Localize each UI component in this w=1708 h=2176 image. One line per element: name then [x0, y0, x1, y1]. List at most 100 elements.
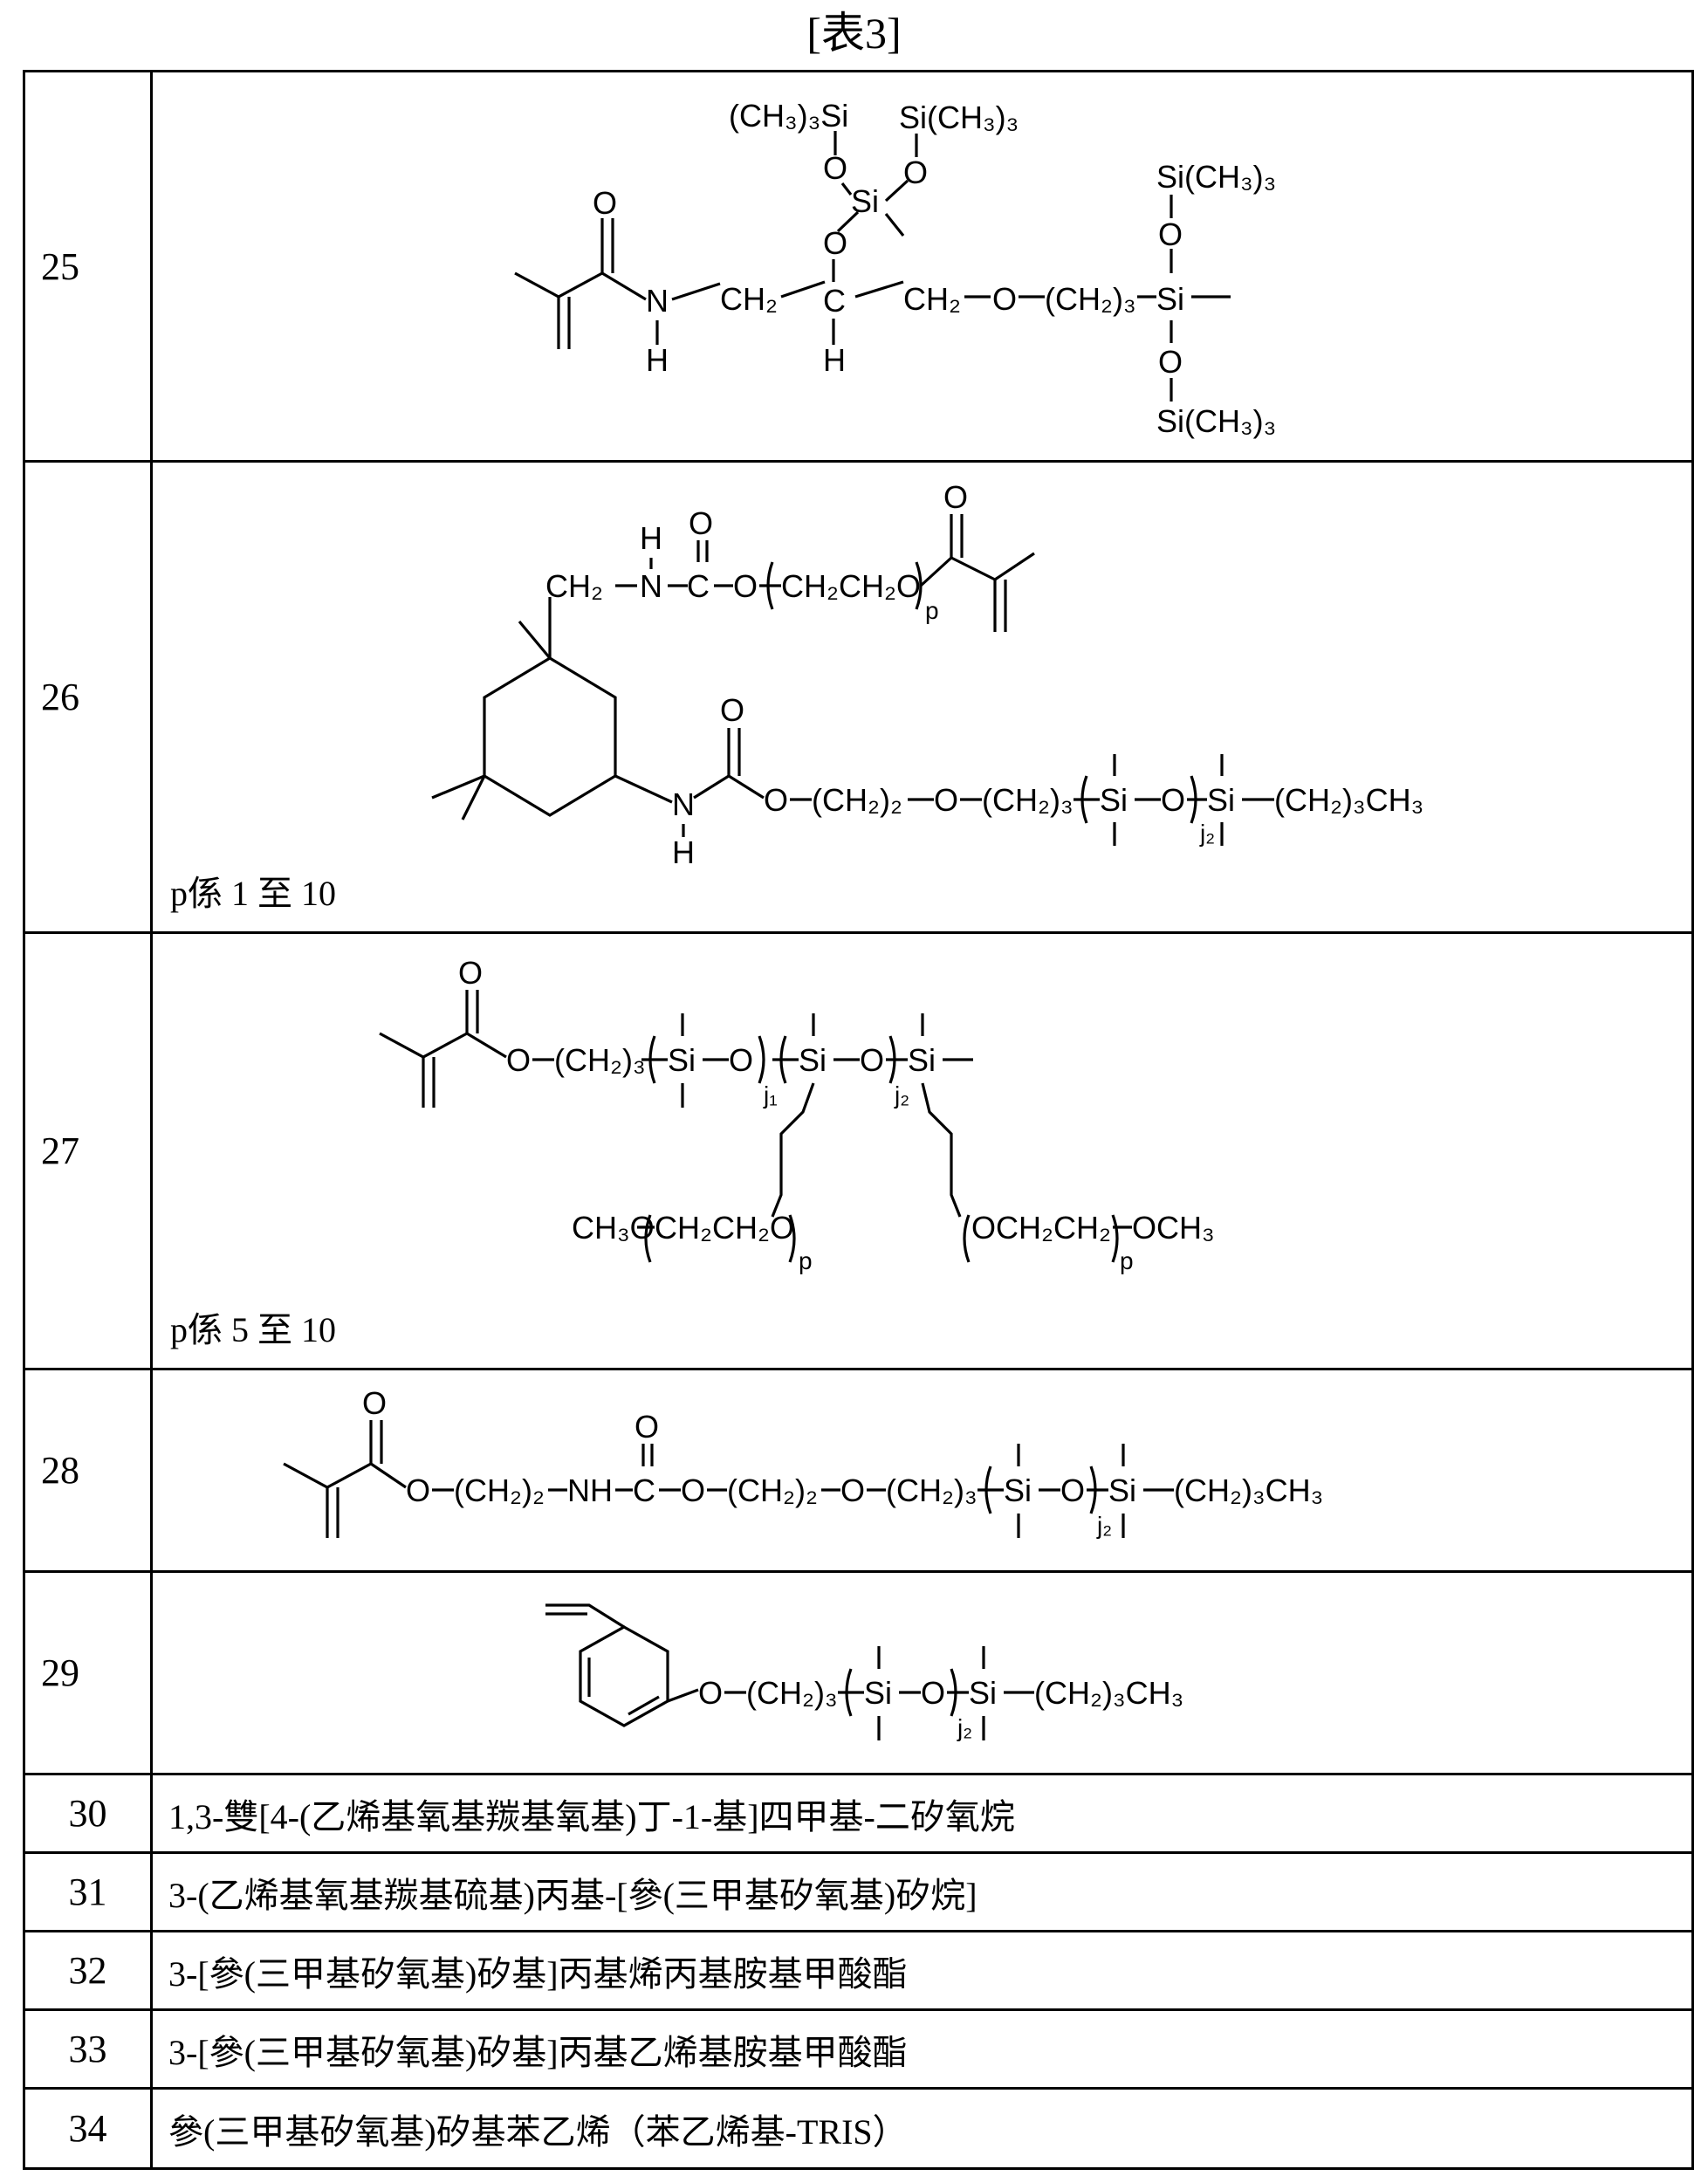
svg-text:O: O	[634, 1409, 659, 1445]
svg-text:Si: Si	[1156, 281, 1184, 317]
row-number: 30	[24, 1774, 152, 1853]
svg-text:j₂: j₂	[1096, 1512, 1112, 1539]
svg-text:(CH₂)₃: (CH₂)₃	[554, 1042, 646, 1078]
svg-text:Si: Si	[1207, 782, 1235, 818]
svg-text:O: O	[458, 955, 483, 991]
svg-text:(CH₂)₃CH₃: (CH₂)₃CH₃	[1174, 1472, 1323, 1508]
table-row: 26 CH₂ N H C O O	[24, 462, 1693, 933]
structure-29: O (CH₂)₃ Si O j₂ Si (CH₂)₃CH₃	[153, 1575, 1706, 1771]
svg-text:(CH₂)₂: (CH₂)₂	[812, 782, 902, 818]
table-row: 34 參(三甲基矽氧基)矽基苯乙烯（苯乙烯基-TRIS）	[24, 2089, 1693, 2169]
svg-text:p: p	[799, 1247, 813, 1274]
svg-text:Si: Si	[1108, 1472, 1136, 1508]
svg-text:CH₂CH₂O: CH₂CH₂O	[655, 1210, 794, 1246]
svg-text:H: H	[646, 342, 669, 378]
structure-28: O O (CH₂)₂ NH C O O (CH₂)₂ O (CH₂)₃	[153, 1372, 1706, 1569]
svg-text:O: O	[506, 1042, 531, 1078]
svg-text:O: O	[992, 281, 1017, 317]
svg-text:O: O	[689, 505, 713, 541]
table-row: 28 O O (CH₂)₂ NH C O O (C	[24, 1369, 1693, 1572]
row-number: 31	[24, 1853, 152, 1932]
row-number: 28	[24, 1369, 152, 1572]
row-number: 32	[24, 1932, 152, 2010]
svg-text:C: C	[687, 568, 710, 604]
svg-text:O: O	[698, 1675, 723, 1711]
svg-text:(CH₂)₂: (CH₂)₂	[727, 1472, 818, 1508]
row-number: 34	[24, 2089, 152, 2169]
svg-text:O: O	[1158, 344, 1183, 380]
table-row: 25 O N H CH₂ C H O	[24, 72, 1693, 462]
compound-name: 1,3-雙[4-(乙烯基氧基羰基氧基)丁-1-基]四甲基-二矽氧烷	[152, 1774, 1693, 1853]
svg-text:H: H	[640, 520, 662, 556]
svg-text:CH₂: CH₂	[545, 568, 603, 604]
svg-text:(CH₂)₃: (CH₂)₃	[1045, 281, 1136, 317]
svg-text:p: p	[1120, 1247, 1134, 1274]
svg-text:(CH₂)₃: (CH₂)₃	[886, 1472, 977, 1508]
svg-text:Si: Si	[969, 1675, 997, 1711]
table-row: 33 3-[參(三甲基矽氧基)矽基]丙基乙烯基胺基甲酸酯	[24, 2010, 1693, 2089]
svg-text:O: O	[593, 185, 617, 221]
svg-text:CH₂: CH₂	[903, 281, 961, 317]
row-number: 25	[24, 72, 152, 462]
svg-text:OCH₂CH₂: OCH₂CH₂	[971, 1210, 1111, 1246]
svg-text:Si: Si	[908, 1042, 936, 1078]
table-row: 31 3-(乙烯基氧基羰基硫基)丙基-[參(三甲基矽氧基)矽烷]	[24, 1853, 1693, 1932]
svg-text:O: O	[903, 154, 928, 190]
svg-text:Si: Si	[851, 183, 879, 219]
svg-text:(CH₂)₃: (CH₂)₃	[982, 782, 1074, 818]
table-row: 27 O O (CH₂)₃ Si O j₁	[24, 933, 1693, 1369]
table-row: 30 1,3-雙[4-(乙烯基氧基羰基氧基)丁-1-基]四甲基-二矽氧烷	[24, 1774, 1693, 1853]
svg-text:OCH₃: OCH₃	[1132, 1210, 1215, 1246]
svg-text:(CH₂)₃: (CH₂)₃	[746, 1675, 838, 1711]
variable-note: p係 5 至 10	[170, 1301, 336, 1352]
svg-text:Si: Si	[1004, 1472, 1032, 1508]
svg-text:Si(CH₃)₃: Si(CH₃)₃	[899, 100, 1019, 135]
variable-note: p係 1 至 10	[170, 865, 336, 916]
svg-text:Si: Si	[1100, 782, 1128, 818]
svg-text:C: C	[823, 283, 846, 319]
svg-text:C: C	[633, 1472, 655, 1508]
table-row: 32 3-[參(三甲基矽氧基)矽基]丙基烯丙基胺基甲酸酯	[24, 1932, 1693, 2010]
svg-text:O: O	[406, 1472, 430, 1508]
svg-text:Si: Si	[668, 1042, 696, 1078]
svg-text:O: O	[720, 692, 744, 728]
svg-text:O: O	[681, 1472, 705, 1508]
svg-text:O: O	[840, 1472, 865, 1508]
structure-25: O N H CH₂ C H O Si O Si(CH₃)₃	[153, 74, 1706, 458]
svg-text:N: N	[672, 786, 695, 822]
svg-text:Si(CH₃)₃: Si(CH₃)₃	[1156, 159, 1276, 195]
svg-text:O: O	[1161, 782, 1185, 818]
svg-text:Si(CH₃)₃: Si(CH₃)₃	[1156, 403, 1276, 439]
svg-text:O: O	[921, 1675, 945, 1711]
structure-cell: O (CH₂)₃ Si O j₂ Si (CH₂)₃CH₃	[152, 1572, 1693, 1774]
svg-text:j₁: j₁	[763, 1081, 778, 1109]
structure-cell: O N H CH₂ C H O Si O Si(CH₃)₃	[152, 72, 1693, 462]
svg-text:O: O	[362, 1385, 387, 1421]
svg-text:O: O	[860, 1042, 884, 1078]
compound-name: 3-(乙烯基氧基羰基硫基)丙基-[參(三甲基矽氧基)矽烷]	[152, 1853, 1693, 1932]
svg-text:CH₂: CH₂	[720, 281, 778, 317]
structure-cell: O O (CH₂)₂ NH C O O (CH₂)₂ O (CH₂)₃	[152, 1369, 1693, 1572]
row-number: 26	[24, 462, 152, 933]
compound-table: 25 O N H CH₂ C H O	[23, 70, 1694, 2170]
row-number: 29	[24, 1572, 152, 1774]
compound-name: 3-[參(三甲基矽氧基)矽基]丙基乙烯基胺基甲酸酯	[152, 2010, 1693, 2089]
svg-text:j₂: j₂	[957, 1714, 972, 1741]
structure-27: O O (CH₂)₃ Si O j₁ Si O	[153, 942, 1706, 1291]
svg-text:O: O	[943, 479, 968, 515]
svg-text:j₂: j₂	[894, 1081, 909, 1109]
svg-text:j₂: j₂	[1199, 820, 1215, 847]
svg-text:O: O	[729, 1042, 753, 1078]
svg-text:O: O	[733, 568, 758, 604]
structure-cell: O O (CH₂)₃ Si O j₁ Si O	[152, 933, 1693, 1369]
svg-text:N: N	[646, 283, 669, 319]
svg-text:(CH₂)₃CH₃: (CH₂)₃CH₃	[1274, 782, 1423, 818]
svg-text:(CH₂)₃CH₃: (CH₂)₃CH₃	[1034, 1675, 1183, 1711]
compound-name: 3-[參(三甲基矽氧基)矽基]丙基烯丙基胺基甲酸酯	[152, 1932, 1693, 2010]
svg-text:NH: NH	[567, 1472, 613, 1508]
svg-text:O: O	[764, 782, 788, 818]
structure-26: CH₂ N H C O O CH₂CH₂O p O	[153, 466, 1706, 868]
svg-text:Si: Si	[864, 1675, 892, 1711]
svg-text:Si: Si	[799, 1042, 827, 1078]
svg-text:(CH₃)₃Si: (CH₃)₃Si	[729, 98, 848, 134]
